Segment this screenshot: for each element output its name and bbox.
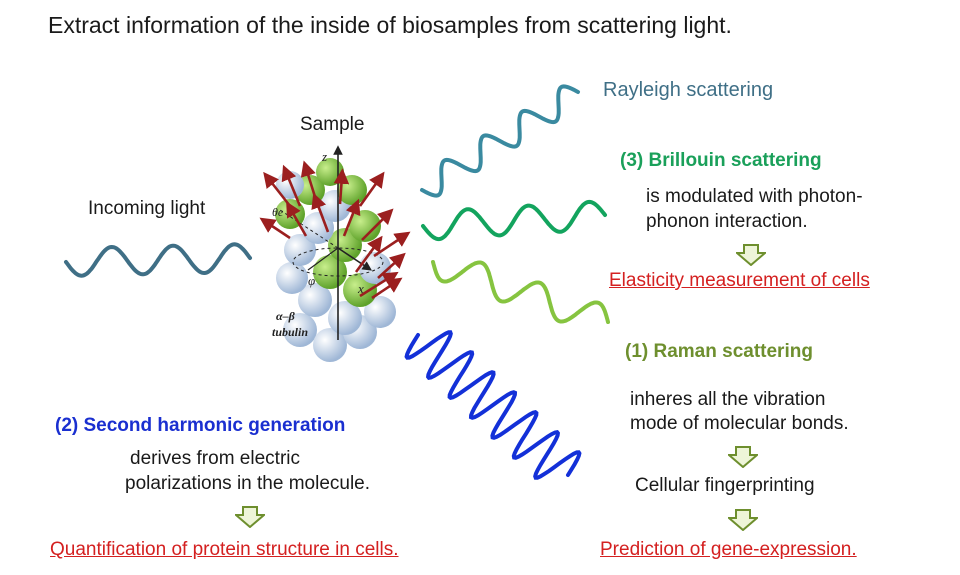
page-title: Extract information of the inside of bio…: [48, 12, 732, 38]
tubulin-label: tubulin: [272, 325, 309, 339]
brillouin-result: Elasticity measurement of cells: [609, 270, 870, 291]
raman-desc-line1: inheres all the vibration: [630, 389, 826, 410]
raman-desc-line2: mode of molecular bonds.: [630, 413, 849, 434]
down-arrow-icon: [728, 509, 758, 531]
raman-heading: (1) Raman scattering: [625, 341, 813, 362]
incoming-light-wave: [64, 242, 252, 278]
down-arrow-icon: [235, 506, 265, 528]
sample-microtubule-image: [259, 145, 411, 362]
brillouin-desc-line2: phonon interaction.: [646, 211, 808, 232]
sample-label: Sample: [300, 114, 365, 135]
incoming-light-label: Incoming light: [88, 198, 206, 219]
down-arrow-icon: [728, 446, 758, 468]
shg-heading: (2) Second harmonic generation: [55, 415, 346, 436]
brillouin-desc-line1: is modulated with photon-: [646, 186, 863, 207]
rayleigh-wave: [420, 84, 580, 198]
brillouin-wave: [421, 199, 607, 242]
raman-wave: [431, 260, 610, 324]
shg-desc-line2: polarizations in the molecule.: [125, 473, 371, 494]
tubulin-greek-label: α–β: [276, 309, 295, 323]
shg-wave: [404, 330, 582, 480]
axis-z-label: z: [322, 149, 328, 164]
theta-label: θe: [272, 205, 284, 219]
raman-result: Prediction of gene-expression.: [600, 539, 857, 560]
raman-intermediate: Cellular fingerprinting: [635, 475, 815, 496]
down-arrow-icon: [736, 244, 766, 266]
phi-label: φ: [308, 273, 316, 288]
rayleigh-label: Rayleigh scattering: [603, 79, 774, 101]
shg-result: Quantification of protein structure in c…: [50, 539, 399, 560]
axis-x-label: x: [358, 281, 364, 296]
brillouin-heading: (3) Brillouin scattering: [620, 150, 822, 171]
shg-desc-line1: derives from electric: [130, 448, 300, 469]
